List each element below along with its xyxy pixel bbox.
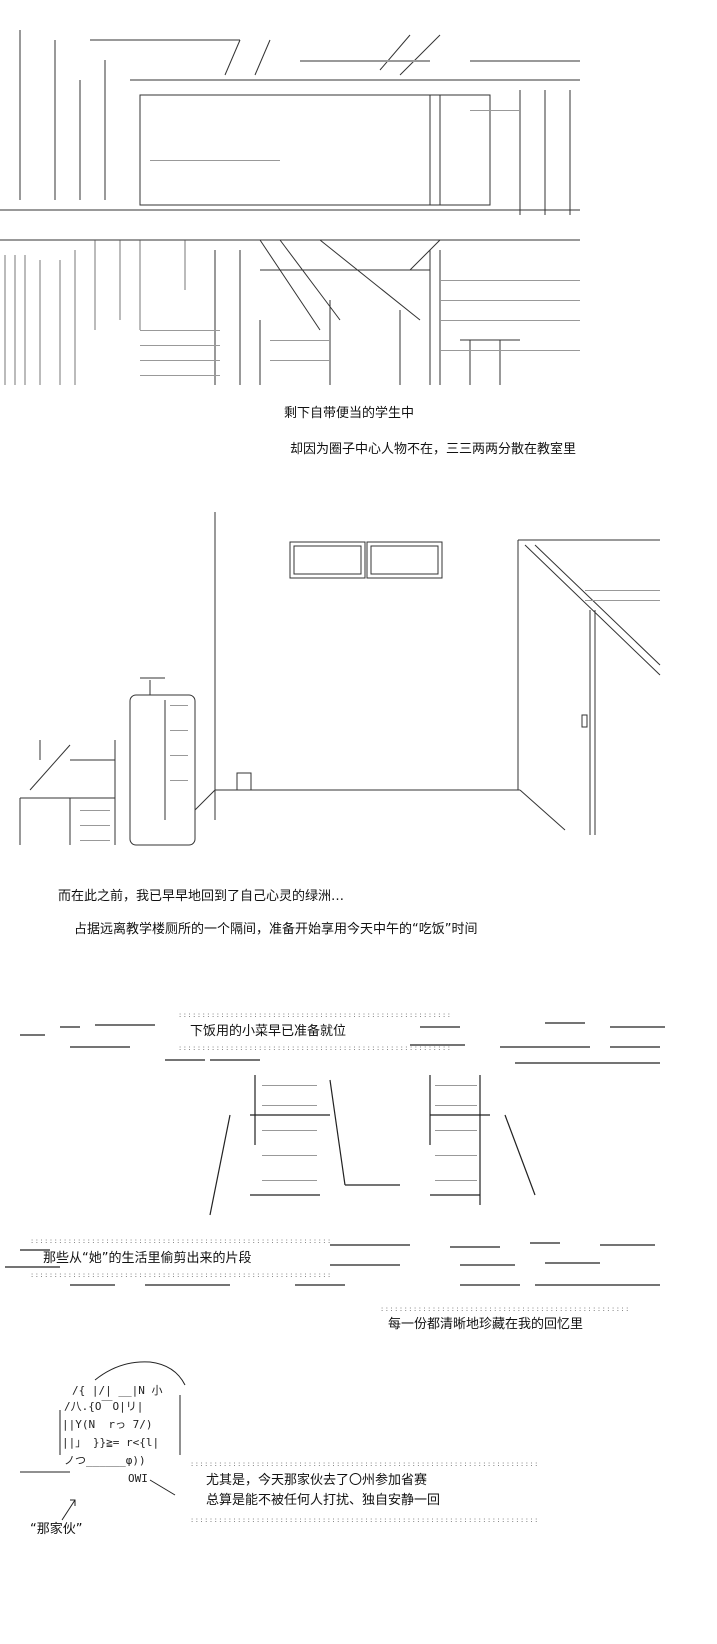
caption-line: 剩下自带便当的学生中 (284, 406, 415, 421)
face-line: /{ |/| __|N 小 (72, 1384, 163, 1397)
pointer-label: “那家伙” (30, 1522, 83, 1537)
dotted-frame: ::::::::::::::::::::::::::::::::::::::::… (190, 1460, 539, 1468)
caption-line: 下饭用的小菜早已准备就位 (190, 1024, 347, 1039)
speed-lines-art (5, 1022, 665, 1286)
dotted-frame: ::::::::::::::::::::::::::::::::::::::::… (178, 1044, 452, 1052)
face-line: /八.{O￣O|リ| (64, 1400, 144, 1413)
dotted-frame: ::::::::::::::::::::::::::::::::::::::::… (380, 1305, 630, 1313)
classroom-art (0, 30, 580, 385)
dotted-frame: ::::::::::::::::::::::::::::::::::::::::… (190, 1516, 539, 1524)
caption-line: 却因为圈子中心人物不在，三三两两分散在教室里 (290, 442, 577, 457)
toilet-stall-art (19, 512, 661, 846)
panel-classroom: 剩下自带便当的学生中 却因为圈子中心人物不在，三三两两分散在教室里 (0, 0, 717, 470)
dotted-frame: ::::::::::::::::::::::::::::::::::::::::… (30, 1271, 332, 1279)
caption-line: 每一份都清晰地珍藏在我的回忆里 (388, 1317, 584, 1332)
caption-line: 尤其是，今天那家伙去了〇州参加省赛 (206, 1473, 428, 1488)
dotted-frame: ::::::::::::::::::::::::::::::::::::::::… (30, 1237, 332, 1245)
caption-line: 占据远离教学楼厕所的一个隔间，准备开始享用今天中午的“吃饭”时间 (74, 922, 478, 937)
panel-memories: ::::::::::::::::::::::::::::::::::::::::… (0, 1005, 717, 1335)
caption-line: 而在此之前，我已早早地回到了自己心灵的绿洲… (58, 889, 345, 904)
dotted-frame: ::::::::::::::::::::::::::::::::::::::::… (178, 1011, 452, 1019)
caption-line: 总算是能不被任何人打扰、独自安静一回 (206, 1493, 441, 1508)
caption-line: 那些从“她”的生活里偷剪出来的片段 (43, 1251, 252, 1266)
face-line: ||」 }}≧= r<{l| (62, 1436, 160, 1449)
face-line: OWI (128, 1472, 148, 1485)
panel-face: /{ |/| __|N 小 /八.{O￣O|リ| ||Y(N rっ 7/) ||… (0, 1340, 717, 1644)
face-frame-art (20, 1361, 186, 1521)
panel-toilet-stall: 而在此之前，我已早早地回到了自己心灵的绿洲… 占据远离教学楼厕所的一个隔间，准备… (0, 500, 717, 960)
face-line: ||Y(N rっ 7/) (62, 1418, 153, 1431)
face-line: ノつ______φ)) (64, 1454, 146, 1467)
